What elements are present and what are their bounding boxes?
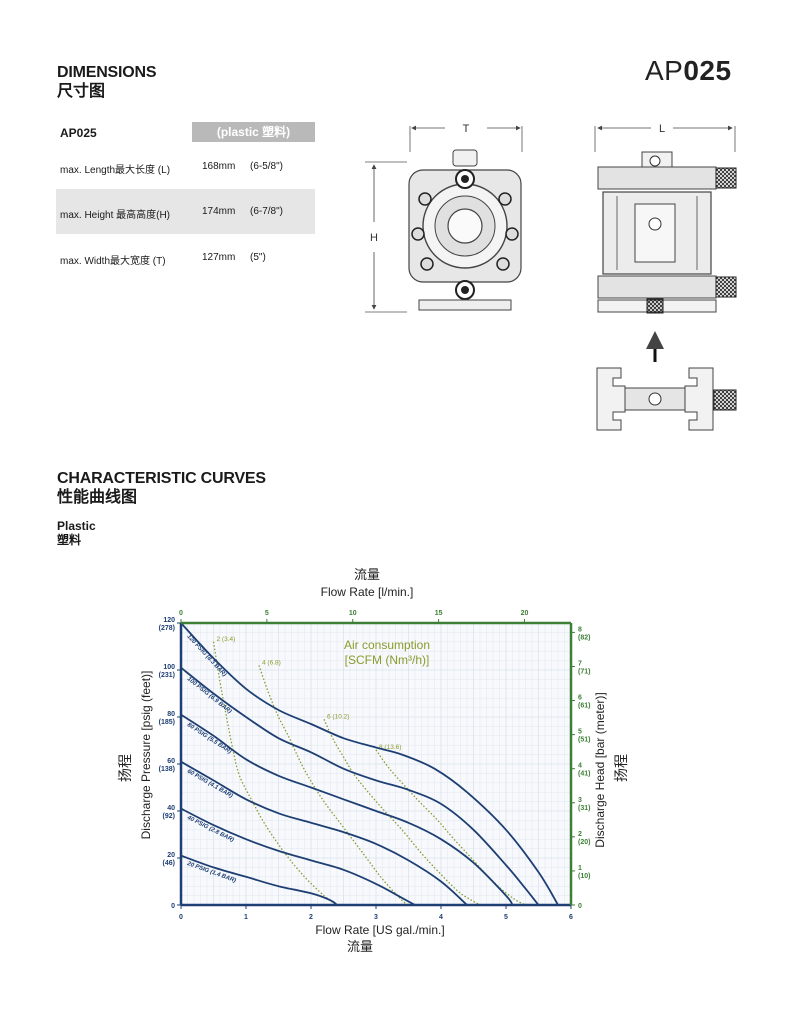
- top-tick-label: 10: [349, 610, 357, 617]
- air-curve-label: 2 (3.4): [217, 636, 236, 643]
- row-mm: 168mm: [202, 161, 236, 172]
- top-axis-title: Flow Rate [l/min.]: [321, 585, 414, 599]
- y-axis-title: Discharge Pressure [psig (feet)]: [139, 671, 153, 840]
- y2-tick-label: 6: [578, 695, 582, 702]
- y2-tick-label-meter: (31): [578, 805, 590, 812]
- top-tick-label: 15: [435, 610, 443, 617]
- y2-tick-label: 1: [578, 865, 582, 872]
- row-label: max. Width最大宽度 (T): [60, 256, 166, 267]
- pressure-curve: [180, 622, 559, 906]
- curves-title: CHARACTERISTIC CURVES: [57, 470, 266, 487]
- y-tick-label: 120: [163, 617, 175, 624]
- row-label: max. Height 最高高度(H): [60, 210, 171, 221]
- row-label: max. Length最大长度 (L): [60, 165, 171, 176]
- pressure-curve: [180, 760, 468, 906]
- y-tick-label-feet: (231): [159, 672, 175, 679]
- model-prefix: AP: [645, 55, 684, 86]
- row-inch: (5"): [250, 252, 266, 263]
- y2-tick-label-meter: (10): [578, 873, 590, 880]
- curves-subtitle-cn: 塑料: [57, 533, 82, 547]
- row-mm: 127mm: [202, 252, 236, 263]
- x-tick-label: 3: [374, 914, 378, 921]
- x-tick-label: 5: [504, 914, 508, 921]
- x-tick-label: 1: [244, 914, 248, 921]
- y2-tick-label: 7: [578, 660, 582, 667]
- y-tick-label-feet: (46): [163, 860, 175, 867]
- air-curve: [323, 719, 481, 906]
- height-label: H: [370, 232, 378, 244]
- top-tick-label: 0: [179, 610, 183, 617]
- front-view-drawing: [365, 125, 523, 313]
- x-tick-label: 0: [179, 914, 183, 921]
- side-view-drawing: [594, 125, 737, 362]
- dimensions-title-cn: 尺寸图: [57, 83, 106, 100]
- table-row: max. Width最大宽度 (T) 127mm (5"): [56, 242, 315, 274]
- y-tick-label: 0: [171, 903, 175, 910]
- y2-tick-label: 4: [578, 763, 582, 770]
- y-tick-label: 60: [167, 758, 175, 765]
- width-label: T: [463, 123, 470, 135]
- bottom-view-drawing: [596, 367, 737, 431]
- top-tick-label: 5: [265, 610, 269, 617]
- y2-axis-title: Discharge Head [bar (meter)]: [593, 692, 607, 847]
- x-axis-title-cn: 流量: [347, 939, 373, 954]
- characteristic-curve-chart: 2 (3.4)4 (6.8)6 (10.2)8 (13.6) 120 PSIG …: [117, 567, 629, 954]
- top-tick-label: 20: [521, 610, 529, 617]
- y2-tick-label-meter: (41): [578, 771, 590, 778]
- y2-tick-label: 0: [578, 903, 582, 910]
- legend-title: Air consumption: [344, 638, 430, 652]
- y2-tick-label: 8: [578, 626, 582, 633]
- air-curve-label: 6 (10.2): [327, 713, 349, 720]
- table-row: max. Height 最高高度(H) 174mm (6-7/8"): [56, 189, 315, 234]
- y-tick-label: 20: [167, 852, 175, 859]
- y-tick-label-feet: (138): [159, 766, 175, 773]
- y2-axis-title-cn: 扬程: [613, 754, 629, 782]
- curves-subtitle: Plastic: [57, 519, 96, 533]
- y-tick-label-feet: (185): [159, 719, 175, 726]
- air-curve-label: 4 (6.8): [262, 659, 281, 666]
- y2-tick-label-meter: (71): [578, 668, 590, 675]
- length-label: L: [659, 123, 665, 135]
- y-tick-label: 100: [163, 664, 175, 671]
- table-row: max. Length最大长度 (L) 168mm (6-5/8"): [56, 150, 315, 182]
- x-tick-label: 4: [439, 914, 443, 921]
- row-mm: 174mm: [202, 206, 236, 217]
- x-tick-label: 2: [309, 914, 313, 921]
- y2-tick-label: 3: [578, 797, 582, 804]
- pressure-curve: [180, 807, 416, 906]
- row-inch: (6-7/8"): [250, 206, 284, 217]
- air-curve-label: 8 (13.6): [379, 744, 401, 751]
- y2-tick-label: 5: [578, 729, 582, 736]
- y-tick-label: 80: [167, 711, 175, 718]
- curves-title-cn: 性能曲线图: [57, 489, 138, 506]
- model-number: 025: [683, 55, 732, 86]
- y2-tick-label-meter: (61): [578, 703, 590, 710]
- x-tick-label: 6: [569, 914, 573, 921]
- y2-tick-label-meter: (20): [578, 839, 590, 846]
- y-tick-label: 40: [167, 805, 175, 812]
- pressure-curve: [180, 854, 338, 906]
- y-tick-label-feet: (92): [163, 813, 175, 820]
- air-curve: [258, 665, 409, 906]
- y2-tick-label-meter: (51): [578, 737, 590, 744]
- pump-drawings: T H L: [365, 123, 737, 431]
- model-heading: AP025: [645, 55, 732, 87]
- top-axis-title-cn: 流量: [354, 567, 380, 582]
- y-tick-label-feet: (278): [159, 625, 175, 632]
- pressure-curve: [180, 713, 514, 906]
- row-inch: (6-5/8"): [250, 161, 284, 172]
- legend-units: [SCFM (Nm³/h)]: [345, 653, 430, 667]
- x-axis-title: Flow Rate [US gal./min.]: [315, 923, 444, 937]
- table-model: AP025: [60, 126, 97, 140]
- pressure-curve: [180, 666, 540, 906]
- dimensions-title: DIMENSIONS: [57, 64, 157, 81]
- table-material-header: (plastic 塑料): [192, 122, 315, 142]
- y2-tick-label: 2: [578, 831, 582, 838]
- y-axis-title-cn: 扬程: [117, 754, 133, 782]
- y2-tick-label-meter: (82): [578, 634, 590, 641]
